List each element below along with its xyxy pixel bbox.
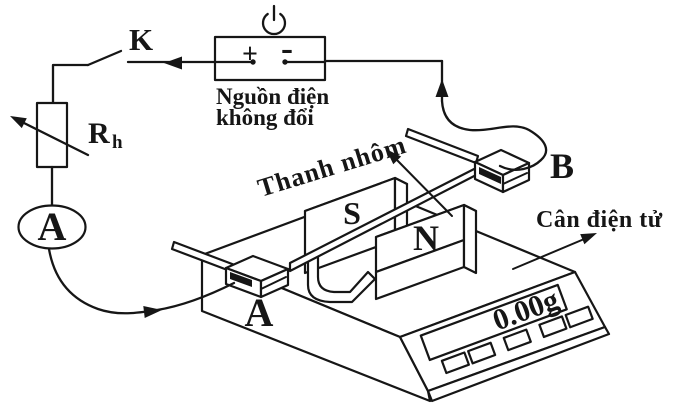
scale-annotation: Cân điện tử [512, 207, 663, 270]
connector-a-groove [260, 276, 287, 290]
connector-a-slot [230, 272, 252, 287]
connector-b [473, 148, 531, 194]
scale-panel-content: 0.00g [419, 283, 594, 375]
s-pole-label: S [343, 195, 361, 231]
ammeter: A [17, 204, 87, 250]
rheostat[interactable]: R h [10, 101, 123, 169]
magnet-yoke-u-bracket [306, 254, 377, 304]
bar-annotation-arrow [386, 149, 402, 165]
scale-button[interactable] [440, 351, 470, 375]
ammeter-body [17, 204, 87, 250]
terminal-dot-plus [250, 59, 256, 65]
terminal-b-label: B [550, 146, 574, 186]
rheostat-arrow-line [12, 116, 90, 157]
terminal-a-label: A [245, 290, 274, 335]
current-arrow-left [164, 56, 182, 70]
rheostat-label: R [88, 117, 110, 150]
rheostat-arrow-head [10, 116, 27, 129]
power-supply: + - Nguồn điện không đổi [213, 4, 329, 130]
switch-label: K [129, 22, 153, 57]
plus-sign: + [242, 39, 258, 70]
terminal-dot-minus [282, 59, 288, 65]
switch-k[interactable]: K [51, 22, 217, 106]
n-pole-side-face [462, 203, 478, 275]
scale-button[interactable] [564, 305, 594, 329]
support-rod-right [404, 127, 480, 165]
scale-foot-strip [426, 325, 611, 403]
rheostat-body[interactable] [35, 101, 69, 169]
connector-a [224, 254, 290, 299]
bar-annotation-line [393, 156, 453, 217]
wire-ammeter-to-a [47, 247, 236, 315]
scale-button[interactable] [467, 341, 497, 365]
power-supply-box [213, 35, 327, 82]
minus-sign: - [281, 28, 293, 68]
scale-annotation-arrow [580, 233, 597, 245]
power-icon[interactable] [261, 12, 287, 36]
scale-annotation-text: Cân điện tử [536, 207, 663, 233]
aluminum-bar-assembly [170, 127, 482, 279]
ammeter-label: A [38, 204, 67, 249]
scale-display [419, 283, 568, 362]
rheostat-label-subscript: h [112, 132, 123, 153]
current-arrow-bottom [143, 306, 162, 318]
connector-b-slot [479, 167, 501, 184]
switch-wire-left [51, 63, 90, 106]
n-pole-label: N [413, 218, 439, 258]
wire-power-to-b [323, 59, 548, 171]
scale-button[interactable] [538, 315, 568, 339]
current-arrow-up [435, 79, 449, 97]
scale-button[interactable] [502, 328, 532, 352]
n-pole: N [374, 203, 478, 301]
power-supply-label-line2: không đổi [216, 105, 314, 130]
connector-b-groove [502, 172, 528, 185]
scale-annotation-line [512, 236, 590, 270]
switch-blade[interactable] [86, 49, 123, 67]
wire-curve-to-b [440, 99, 548, 171]
power-supply-label-line1: Nguồn điện [216, 84, 329, 109]
